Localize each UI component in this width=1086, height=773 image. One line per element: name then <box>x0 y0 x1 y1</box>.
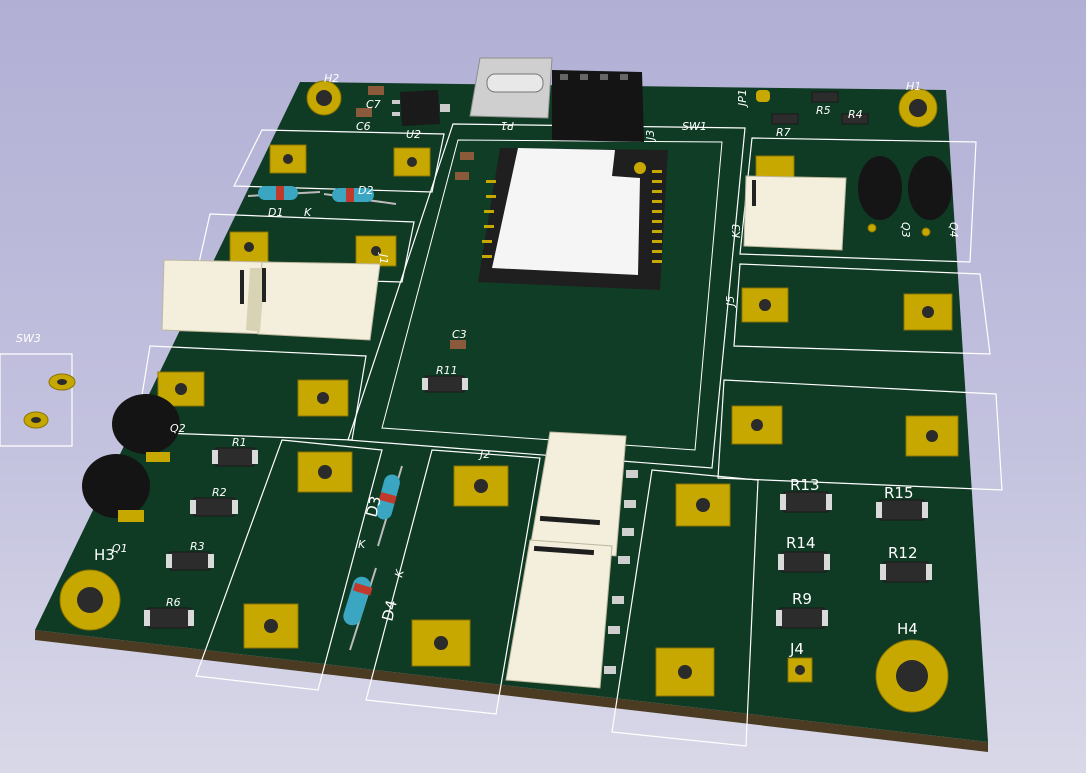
transistor-q1 <box>82 454 150 522</box>
mounting-hole-h2 <box>306 80 342 116</box>
label-d1: D1 <box>268 206 283 219</box>
label-jp1: JP1 <box>736 89 749 108</box>
module-outline <box>347 123 746 469</box>
label-j1: J1 <box>377 252 390 264</box>
diode-d4 <box>343 567 377 651</box>
capacitor-c6 <box>356 108 372 117</box>
label-k-d4: K <box>392 568 407 579</box>
terminal-block-right-bottom <box>611 469 759 747</box>
terminal-block-left-bottom <box>195 439 383 691</box>
label-r15: R15 <box>884 484 914 502</box>
transistor-q3 <box>858 156 902 233</box>
terminal-pads <box>157 144 959 697</box>
label-r14: R14 <box>786 534 816 552</box>
label-r2: R2 <box>212 486 227 499</box>
label-h1: H1 <box>906 80 921 93</box>
diode-d2 <box>323 188 397 205</box>
label-h4: H4 <box>897 620 918 638</box>
label-r4: R4 <box>848 108 863 121</box>
label-j2: J2 <box>478 448 490 461</box>
label-c6: C6 <box>356 120 371 133</box>
label-j4: J4 <box>789 640 804 658</box>
small-caps-module <box>455 152 474 180</box>
label-r1: R1 <box>232 436 247 449</box>
label-sw1: SW1 <box>682 120 707 133</box>
label-k-d3: K <box>358 538 366 551</box>
terminal-block-j5 <box>733 263 991 355</box>
label-j5: J5 <box>724 296 737 308</box>
capacitor-c7 <box>368 86 384 95</box>
label-r9: R9 <box>792 590 812 608</box>
transistor-q4 <box>908 156 952 237</box>
label-d2: D2 <box>358 184 373 197</box>
terminal-block-top-left <box>233 129 445 193</box>
switch-sw3-outline <box>0 353 73 447</box>
label-h3: H3 <box>94 546 115 564</box>
mounting-hole-h4 <box>875 639 949 713</box>
label-d3: D3 <box>362 494 385 519</box>
connector-j2-stack <box>505 431 638 689</box>
transistor-q2 <box>112 394 180 462</box>
label-r6: R6 <box>166 596 181 609</box>
label-d4: D4 <box>378 598 401 623</box>
relay-connector-pair-j1 <box>161 259 381 341</box>
jumper-jp1 <box>756 90 770 102</box>
label-r5: R5 <box>816 104 831 117</box>
label-q1: Q1 <box>112 542 128 555</box>
usb-c-connector <box>469 57 553 119</box>
terminal-block-j1 <box>195 213 415 283</box>
label-r13: R13 <box>790 476 820 494</box>
pin-header-j3 <box>552 70 644 142</box>
label-j3: J3 <box>644 130 657 142</box>
label-p1: P1 <box>500 119 514 132</box>
terminal-block-right-mid <box>717 379 1003 491</box>
label-h2: H2 <box>324 72 339 85</box>
diode-d1 <box>247 186 321 200</box>
relay-k3 <box>743 175 847 251</box>
label-c3: C3 <box>452 328 467 341</box>
esp-antenna-pad <box>634 162 646 174</box>
mounting-hole-h1 <box>898 88 938 128</box>
terminal-block-j2 <box>365 449 541 715</box>
switch-sw3 <box>23 373 76 429</box>
terminal-block-k3 <box>739 137 977 263</box>
label-u2: U2 <box>406 128 421 141</box>
label-q4: Q4 <box>947 222 960 238</box>
label-q3: Q3 <box>899 222 912 238</box>
label-q2: Q2 <box>170 422 186 435</box>
label-r7: R7 <box>776 126 791 139</box>
label-k3: K3 <box>730 224 743 238</box>
label-k-d1: K <box>304 206 312 219</box>
mounting-hole-h3 <box>59 569 121 631</box>
ic-u2 <box>392 90 450 126</box>
label-r12: R12 <box>888 544 918 562</box>
resistors-smd <box>144 91 932 629</box>
label-c7: C7 <box>366 98 381 111</box>
label-r3: R3 <box>190 540 205 553</box>
esp-shield <box>492 148 640 275</box>
label-sw3: SW3 <box>16 332 41 345</box>
capacitor-c3 <box>450 340 466 349</box>
board-edge <box>35 630 988 752</box>
label-r11: R11 <box>436 364 458 377</box>
esp-module-pins <box>482 170 662 263</box>
diode-d3 <box>376 465 403 547</box>
